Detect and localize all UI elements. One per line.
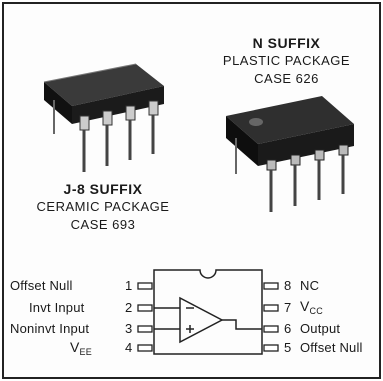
- ceramic-package-image: [43, 63, 164, 172]
- left-pin-stubs: [137, 282, 153, 352]
- opamp-symbol: [154, 296, 262, 344]
- pin-5-number: 5: [284, 340, 292, 355]
- pin-8-label: NC: [300, 278, 320, 293]
- package-illustrations: [43, 63, 354, 355]
- pin-7-label-main: V: [300, 298, 310, 314]
- n-suffix-case: CASE 626: [254, 71, 319, 86]
- pin-8-number: 8: [284, 278, 292, 293]
- j8-suffix-label-block: J-8 SUFFIX CERAMIC PACKAGE CASE 693: [8, 180, 198, 234]
- pin-4-label-main: V: [70, 339, 80, 355]
- n-suffix-label-block: N SUFFIX PLASTIC PACKAGE CASE 626: [199, 34, 374, 88]
- j8-suffix-type: CERAMIC PACKAGE: [36, 199, 170, 214]
- pin-4-label-sub: EE: [79, 347, 92, 357]
- pin-1-number: 1: [125, 278, 133, 293]
- right-pin-stubs: [263, 282, 279, 352]
- pin-1-label: Offset Null: [10, 278, 73, 293]
- pin-7-label: VCC: [300, 298, 323, 319]
- pin-7-number: 7: [284, 300, 292, 315]
- pin-2-label: Invt Input: [29, 300, 85, 315]
- n-suffix-type: PLASTIC PACKAGE: [222, 53, 351, 68]
- pin-7-label-sub: CC: [309, 306, 323, 316]
- pin-6-label: Output: [300, 321, 341, 336]
- n-suffix-name: N SUFFIX: [252, 35, 321, 51]
- j8-suffix-case: CASE 693: [70, 217, 136, 232]
- pin-3-number: 3: [125, 321, 133, 336]
- pin-4-number: 4: [125, 340, 133, 355]
- pin-4-label: VEE: [70, 339, 92, 360]
- j8-suffix-name: J-8 SUFFIX: [63, 181, 143, 197]
- diagram-frame: N SUFFIX PLASTIC PACKAGE CASE 626 J-8 SU…: [2, 2, 381, 379]
- pin-6-number: 6: [284, 321, 292, 336]
- plastic-package-image: [226, 96, 354, 212]
- pin-2-number: 2: [125, 300, 133, 315]
- pin-5-label: Offset Null: [300, 340, 363, 355]
- dip-pinout-body: [153, 269, 263, 355]
- pin-3-label: Noninvt Input: [10, 321, 90, 336]
